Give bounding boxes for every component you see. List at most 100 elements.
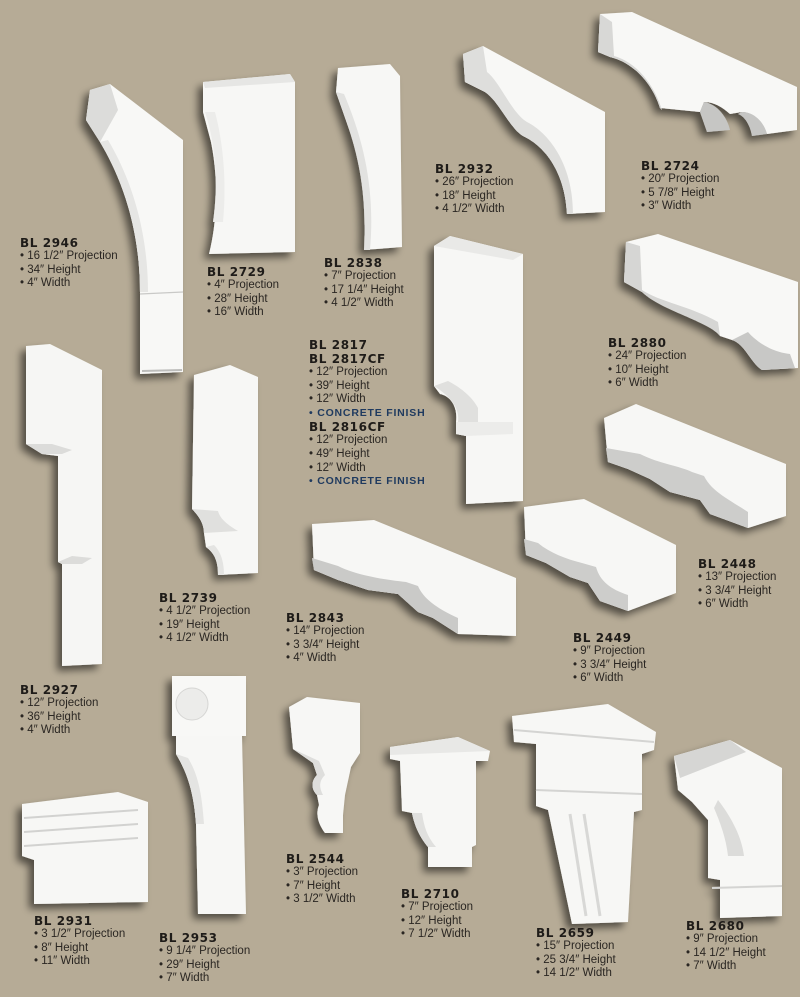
product-label-bl2544: BL 2544 3″ Projection 7″ Height 3 1/2″ W…: [286, 852, 358, 907]
product-title: BL 2710: [401, 887, 460, 901]
spec-projection: 26″ Projection: [435, 176, 513, 190]
spec-projection: 9 1/4″ Projection: [159, 945, 250, 959]
spec-width: 7″ Width: [159, 972, 250, 986]
spec-width: 11″ Width: [34, 955, 125, 969]
product-image-bl2817: [434, 236, 523, 504]
spec-projection: 16 1/2″ Projection: [20, 250, 117, 264]
product-title: BL 2927: [20, 683, 79, 697]
product-image-bl2544: [289, 697, 360, 833]
spec-projection: 3″ Projection: [286, 866, 358, 880]
spec-width: 4 1/2″ Width: [435, 203, 513, 217]
product-image-bl2931: [22, 792, 148, 904]
spec-height: 3 3/4″ Height: [286, 639, 364, 653]
product-title: BL 2817: [309, 338, 368, 352]
spec-projection: 12″ Projection: [309, 434, 425, 448]
product-title: BL 2724: [641, 159, 700, 173]
spec-projection: 9″ Projection: [573, 645, 646, 659]
spec-height: 3 3/4″ Height: [573, 659, 646, 673]
product-title: BL 2739: [159, 591, 218, 605]
product-label-bl2448: BL 2448 13″ Projection 3 3/4″ Height 6″ …: [698, 557, 776, 612]
product-label-bl2724: BL 2724 20″ Projection 5 7/8″ Height 3″ …: [641, 159, 719, 214]
spec-width: 6″ Width: [608, 377, 686, 391]
product-image-bl2880: [624, 234, 798, 370]
product-label-bl2680: BL 2680 9″ Projection 14 1/2″ Height 7″ …: [686, 919, 766, 974]
spec-projection: 7″ Projection: [401, 901, 473, 915]
product-title: BL 2843: [286, 611, 345, 625]
spec-width: 3 1/2″ Width: [286, 893, 358, 907]
spec-width: 7 1/2″ Width: [401, 928, 473, 942]
spec-projection: 24″ Projection: [608, 350, 686, 364]
product-label-bl2931: BL 2931 3 1/2″ Projection 8″ Height 11″ …: [34, 914, 125, 969]
spec-height: 17 1/4″ Height: [324, 284, 403, 298]
product-title: BL 2816CF: [309, 420, 386, 435]
spec-projection: 12″ Projection: [309, 366, 425, 380]
product-title: BL 2932: [435, 162, 494, 176]
spec-width: 4″ Width: [286, 652, 364, 666]
product-title: BL 2953: [159, 931, 218, 945]
spec-width: 7″ Width: [686, 960, 766, 974]
product-title: BL 2729: [207, 265, 266, 279]
spec-height: 34″ Height: [20, 264, 118, 278]
product-label-bl2953: BL 2953 9 1/4″ Projection 29″ Height 7″ …: [159, 931, 250, 986]
spec-height: 49″ Height: [309, 448, 425, 462]
product-image-bl2724: [598, 12, 797, 136]
product-image-bl2946: [86, 84, 184, 374]
spec-width: 12″ Width: [309, 462, 425, 476]
spec-projection: 4″ Projection: [207, 279, 279, 293]
spec-height: 3 3/4″ Height: [698, 585, 776, 599]
spec-height: 8″ Height: [34, 942, 125, 956]
product-title: BL 2544: [286, 852, 345, 866]
product-image-bl2729: [203, 74, 295, 254]
spec-width: 4″ Width: [20, 277, 118, 291]
spec-height: 5 7/8″ Height: [641, 187, 719, 201]
product-label-bl2710: BL 2710 7″ Projection 12″ Height 7 1/2″ …: [401, 887, 473, 942]
product-image-bl2680: [674, 740, 783, 918]
spec-height: 12″ Height: [401, 915, 473, 929]
spec-projection: 13″ Projection: [698, 571, 776, 585]
product-title: BL 2680: [686, 919, 745, 933]
product-image-bl2953: [172, 676, 246, 914]
spec-projection: 12″ Projection: [20, 697, 98, 711]
spec-width: 16″ Width: [207, 306, 279, 320]
spec-height: 7″ Height: [286, 880, 358, 894]
product-title: BL 2448: [698, 557, 757, 571]
spec-projection: 4 1/2″ Projection: [159, 605, 250, 619]
product-title-cf: BL 2817CF: [309, 352, 386, 366]
spec-width: 6″ Width: [573, 672, 646, 686]
spec-height: 28″ Height: [207, 293, 279, 307]
spec-height: 10″ Height: [608, 364, 686, 378]
spec-height: 25 3/4″ Height: [536, 954, 615, 968]
spec-width: 4 1/2″ Width: [324, 297, 404, 311]
product-label-bl2729: BL 2729 4″ Projection 28″ Height 16″ Wid…: [207, 265, 279, 320]
product-label-bl2927: BL 2927 12″ Projection 36″ Height 4″ Wid…: [20, 683, 98, 738]
product-label-bl2838: BL 2838 7″ Projection 17 1/4″ Height 4 1…: [324, 256, 404, 311]
product-label-bl2843: BL 2843 14″ Projection 3 3/4″ Height 4″ …: [286, 611, 364, 666]
product-label-bl2739: BL 2739 4 1/2″ Projection 19″ Height 4 1…: [159, 591, 250, 646]
product-label-bl2449: BL 2449 9″ Projection 3 3/4″ Height 6″ W…: [573, 631, 646, 686]
spec-height: 36″ Height: [20, 711, 98, 725]
product-title: BL 2659: [536, 926, 595, 940]
product-image-bl2838: [336, 64, 402, 250]
spec-width: 6″ Width: [698, 598, 776, 612]
product-label-bl2659: BL 2659 15″ Projection 25 3/4″ Height 14…: [536, 926, 616, 981]
product-label-bl2946: BL 2946 16 1/2″ Projection 34″ Height 4″…: [20, 236, 118, 291]
product-image-bl2659: [512, 704, 656, 924]
product-image-bl2739: [192, 365, 258, 575]
spec-height: 39″ Height: [309, 380, 425, 394]
product-image-bl2448: [604, 404, 786, 528]
spec-projection: 14″ Projection: [286, 625, 364, 639]
product-title: BL 2931: [34, 914, 93, 928]
product-image-bl2927: [26, 344, 102, 666]
product-title: BL 2838: [324, 256, 383, 270]
product-label-bl2817: BL 2817 BL 2817CF 12″ Projection 39″ Hei…: [309, 338, 425, 489]
spec-height: 29″ Height: [159, 959, 250, 973]
spec-projection: 3 1/2″ Projection: [34, 928, 125, 942]
product-image-bl2843: [312, 520, 516, 636]
product-image-bl2710: [390, 737, 490, 867]
spec-width: 12″ Width: [309, 393, 425, 407]
product-image-bl2932: [463, 46, 605, 214]
product-title: BL 2946: [20, 236, 79, 250]
spec-height: 14 1/2″ Height: [686, 947, 765, 961]
spec-width: 3″ Width: [641, 200, 719, 214]
